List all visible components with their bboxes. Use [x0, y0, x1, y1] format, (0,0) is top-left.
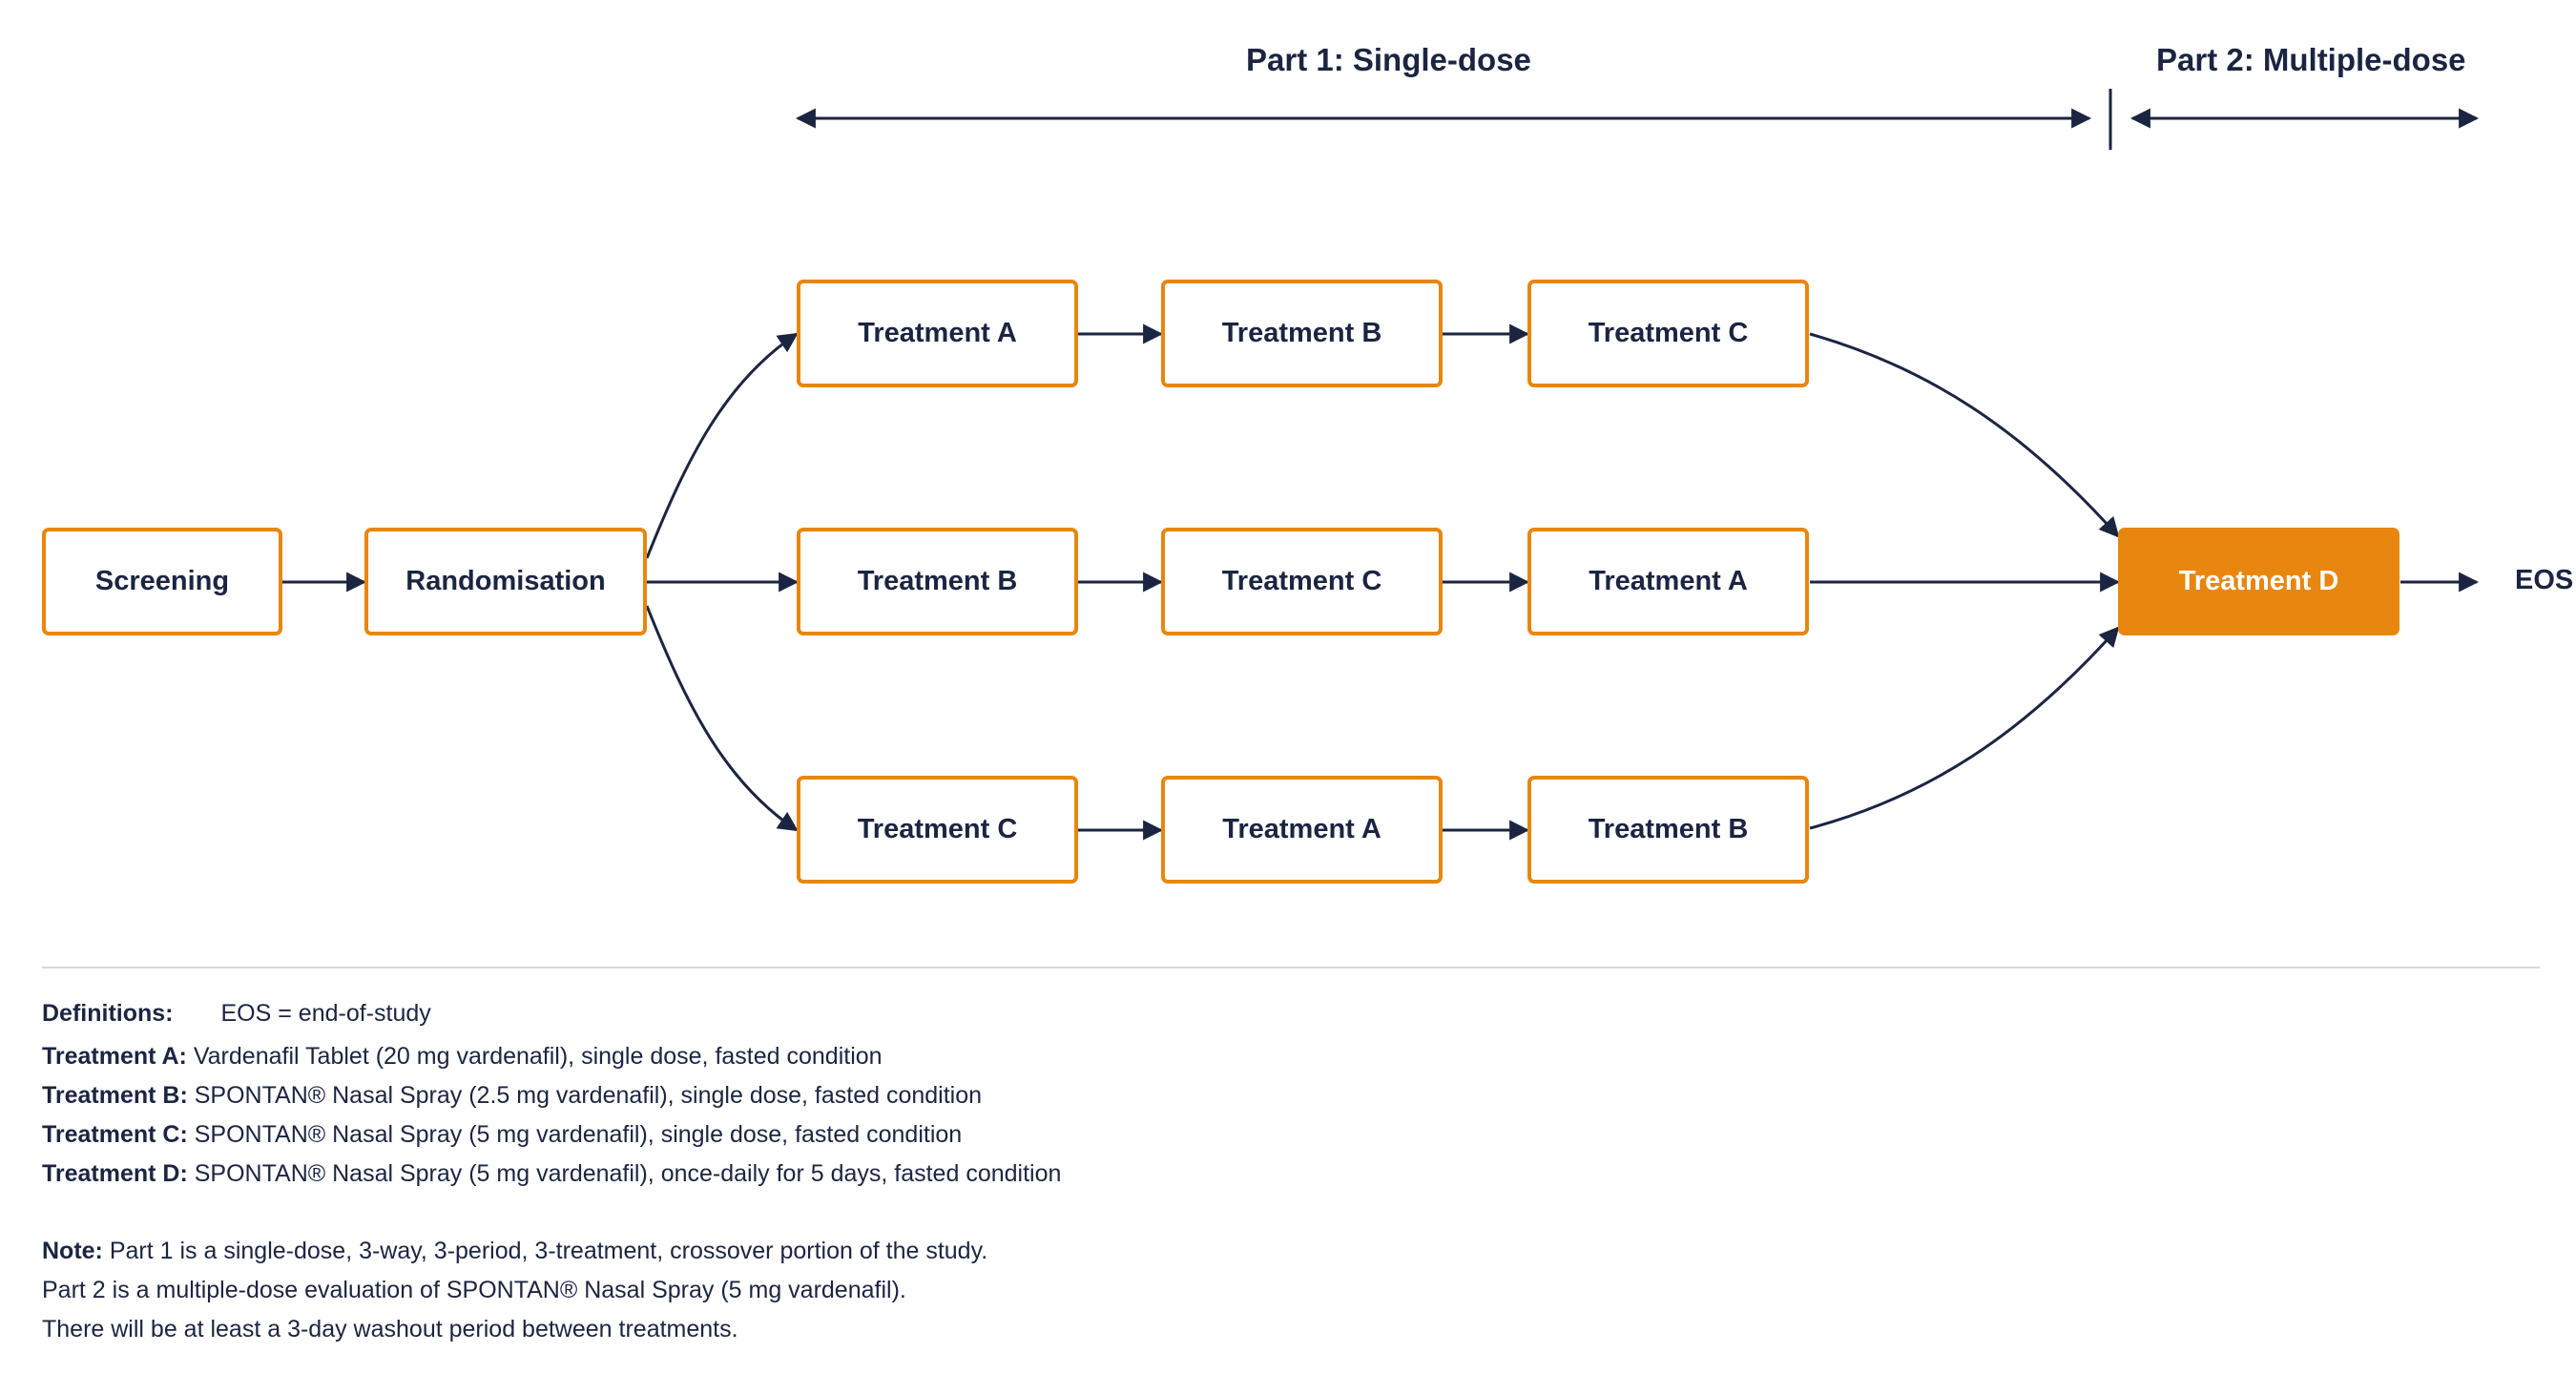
- seq3-period3-box: Treatment B: [1527, 776, 1809, 884]
- arrow-seq1-to-d: [1809, 332, 2120, 538]
- definitions-header: Definitions: EOS = end-of-study: [42, 1000, 431, 1028]
- definition-text: SPONTAN® Nasal Spray (5 mg vardenafil), …: [187, 1160, 1062, 1187]
- definition-treatment-b: Treatment B: SPONTAN® Nasal Spray (2.5 m…: [42, 1082, 982, 1110]
- screening-box: Screening: [42, 528, 282, 635]
- definition-text: SPONTAN® Nasal Spray (2.5 mg vardenafil)…: [187, 1082, 983, 1109]
- treatment-d-box: Treatment D: [2118, 528, 2399, 635]
- seq1-period2-box: Treatment B: [1161, 280, 1443, 387]
- definition-treatment-d: Treatment D: SPONTAN® Nasal Spray (5 mg …: [42, 1160, 1061, 1188]
- arrow-seq3-to-d: [1809, 626, 2120, 830]
- eos-label: EOS: [2515, 565, 2574, 595]
- arrow-randomisation-seq3: [645, 605, 799, 832]
- part1-label: Part 1: Single-dose: [1246, 42, 1531, 77]
- randomisation-box: Randomisation: [364, 528, 647, 635]
- definition-text: SPONTAN® Nasal Spray (5 mg vardenafil), …: [187, 1121, 963, 1148]
- note-label: Note:: [42, 1238, 103, 1264]
- seq1-period3-box: Treatment C: [1527, 280, 1809, 387]
- seq2-period2-box: Treatment C: [1161, 528, 1443, 635]
- definition-term: Treatment C:: [42, 1121, 188, 1148]
- definition-term: Treatment B:: [42, 1082, 188, 1109]
- arrow-randomisation-seq1: [645, 332, 799, 559]
- seq3-period1-box: Treatment C: [797, 776, 1078, 884]
- divider-rule: [42, 967, 2540, 968]
- part2-label: Part 2: Multiple-dose: [2156, 42, 2466, 77]
- definition-text: Vardenafil Tablet (20 mg vardenafil), si…: [186, 1043, 883, 1070]
- note-text: Part 1 is a single-dose, 3-way, 3-period…: [102, 1238, 988, 1264]
- definition-term: Treatment D:: [42, 1160, 188, 1187]
- seq2-period1-box: Treatment B: [797, 528, 1078, 635]
- definitions-heading: Definitions:: [42, 1000, 174, 1027]
- note-line-3: There will be at least a 3-day washout p…: [42, 1316, 738, 1343]
- note-line-1: Note: Part 1 is a single-dose, 3-way, 3-…: [42, 1238, 987, 1265]
- seq3-period2-box: Treatment A: [1161, 776, 1443, 884]
- definition-term: Treatment A:: [42, 1043, 187, 1070]
- eos-definition: EOS = end-of-study: [220, 1000, 431, 1027]
- definition-treatment-a: Treatment A: Vardenafil Tablet (20 mg va…: [42, 1043, 883, 1071]
- definition-treatment-c: Treatment C: SPONTAN® Nasal Spray (5 mg …: [42, 1121, 962, 1149]
- note-line-2: Part 2 is a multiple-dose evaluation of …: [42, 1277, 906, 1303]
- seq1-period1-box: Treatment A: [797, 280, 1078, 387]
- seq2-period3-box: Treatment A: [1527, 528, 1809, 635]
